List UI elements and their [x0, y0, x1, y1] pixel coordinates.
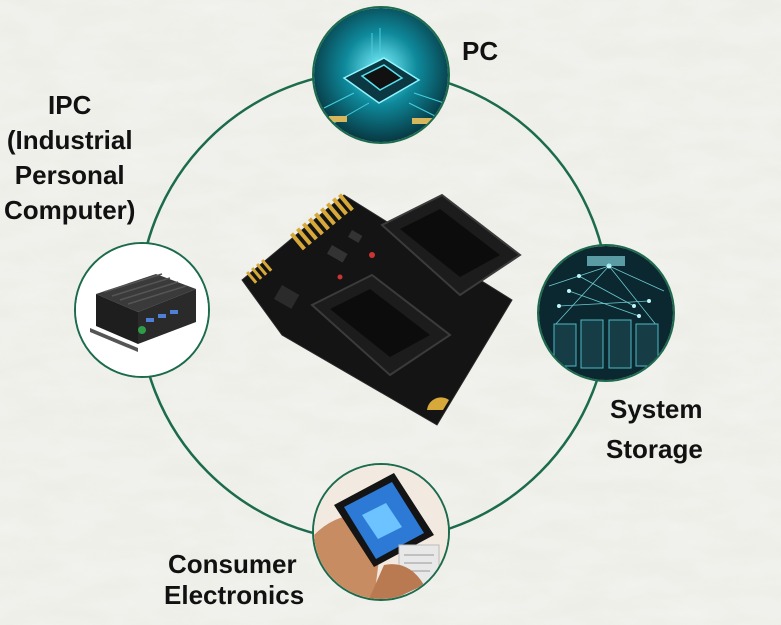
industrial-pc-box-icon [76, 244, 208, 376]
system-storage-node [537, 244, 675, 382]
system-storage-label-line-2: Storage [606, 434, 703, 464]
consumer-electronics-label-line-2: Electronics [164, 580, 305, 610]
ipc-label-line-3: Personal [14, 160, 125, 190]
consumer-electronics-label: Consumer Electronics [164, 547, 304, 613]
consumer-electronics-label-line-1: Consumer [168, 549, 297, 579]
smartphone-payment-icon [314, 465, 448, 599]
ipc-label-line-2: (Industrial [6, 125, 133, 155]
ipc-label-line-4: Computer) [4, 195, 136, 225]
cpu-chip-icon [314, 8, 448, 142]
ipc-label-line-1: IPC [48, 90, 92, 120]
system-storage-label-line-1: System [610, 394, 703, 424]
ipc-label: IPC (Industrial Personal Computer) [4, 88, 135, 228]
consumer-electronics-node [312, 463, 450, 601]
pc-label-line: PC [462, 36, 499, 66]
m2-sata-adapter-board-image [241, 193, 522, 426]
system-storage-label: System Storage [606, 392, 703, 467]
data-server-network-icon [539, 246, 673, 380]
pc-label: PC [462, 34, 498, 69]
pc-node [312, 6, 450, 144]
ipc-node [74, 242, 210, 378]
